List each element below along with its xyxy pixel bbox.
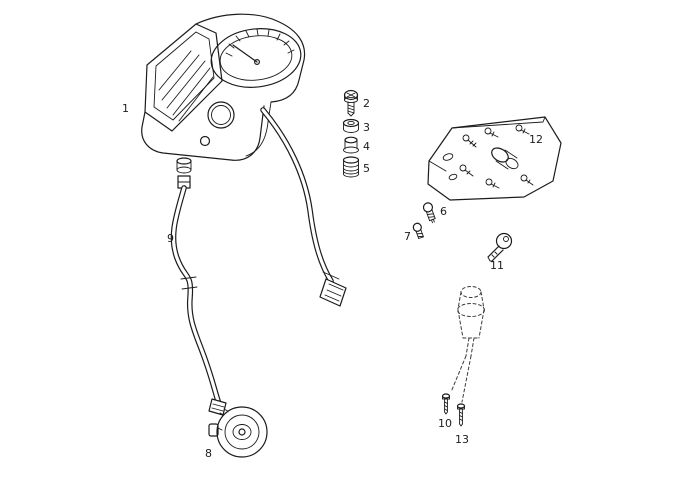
part-key-11: [487, 232, 513, 262]
ignition-switch-outline: [450, 286, 485, 403]
part-label-10: 10: [438, 417, 452, 430]
part-label-8: 8: [205, 447, 212, 460]
part-instrument-cluster: [141, 13, 306, 161]
part-label-9: 9: [167, 232, 174, 245]
part-kit-bag-12: [427, 116, 562, 201]
part-label-4: 4: [363, 140, 370, 153]
part-speedo-cable: [170, 157, 227, 416]
part-label-7: 7: [404, 230, 411, 243]
part-screw-13: [456, 403, 466, 427]
cable-clamp: [180, 276, 198, 290]
part-labels: 1 2 3 4 5 6 7 8 9 10 11 12 13: [122, 97, 543, 460]
part-label-5: 5: [363, 162, 370, 175]
part-label-6: 6: [440, 205, 447, 218]
part-label-2: 2: [363, 97, 370, 110]
part-label-3: 3: [363, 121, 370, 134]
part-screw-2: [343, 89, 359, 117]
harness-cable: [260, 107, 347, 307]
part-nut-3: [342, 118, 360, 133]
part-label-13: 13: [455, 433, 469, 446]
part-grommet-5: [342, 156, 360, 178]
part-screw-10: [441, 393, 451, 415]
part-speedo-drive: [208, 406, 268, 458]
part-bushing-4: [343, 136, 359, 154]
part-label-11: 11: [490, 259, 504, 272]
part-bulb-7: [412, 222, 424, 239]
part-bulb-6: [422, 202, 436, 224]
part-label-12: 12: [529, 133, 543, 146]
part-label-1: 1: [122, 102, 129, 115]
